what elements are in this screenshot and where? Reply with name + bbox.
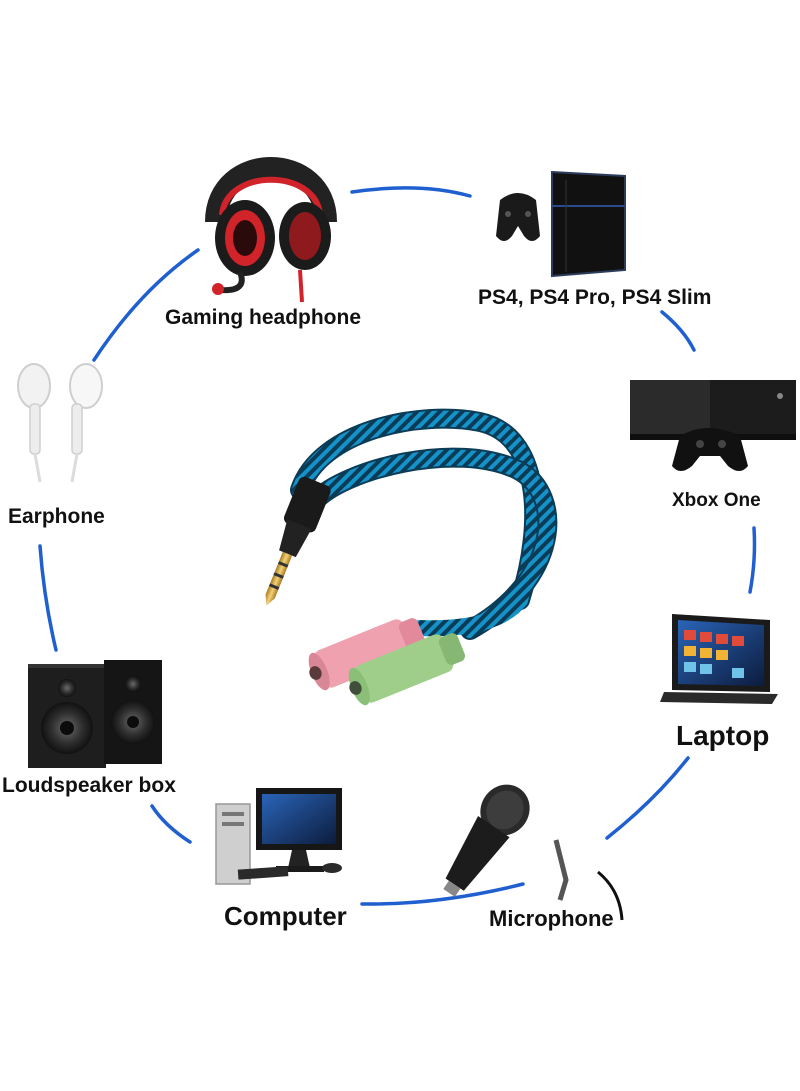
- label-ps4: PS4, PS4 Pro, PS4 Slim: [478, 286, 712, 309]
- ps4-console-icon: [496, 170, 626, 278]
- connector-speaker-earphone: [38, 544, 58, 652]
- connector-headphone-ps4: [350, 186, 472, 198]
- label-earphone: Earphone: [8, 505, 105, 528]
- connector-lines: [38, 186, 757, 906]
- gaming-headset-icon: [205, 157, 337, 303]
- earphone-icon: [17, 363, 103, 483]
- computer-icon: [215, 788, 342, 885]
- connector-laptop-mic: [605, 756, 690, 840]
- label-microphone: Microphone: [489, 906, 614, 931]
- cable-adapter-icon: [265, 408, 558, 706]
- label-gaming-headphone: Gaming headphone: [165, 306, 362, 329]
- microphone-icon: [443, 784, 624, 921]
- label-computer: Computer: [224, 901, 347, 931]
- connector-ps4-xbox: [660, 310, 696, 352]
- xbox-console-icon: [630, 380, 796, 471]
- label-loudspeaker: Loudspeaker box: [2, 774, 176, 797]
- label-laptop: Laptop: [676, 720, 770, 751]
- connector-earphone-headphone: [92, 248, 200, 362]
- loudspeaker-icon: [28, 660, 162, 768]
- label-xbox: Xbox One: [672, 490, 761, 511]
- laptop-icon: [660, 614, 778, 704]
- connector-computer-speaker: [150, 804, 192, 844]
- connector-mic-computer: [360, 882, 525, 906]
- connector-xbox-laptop: [748, 526, 757, 594]
